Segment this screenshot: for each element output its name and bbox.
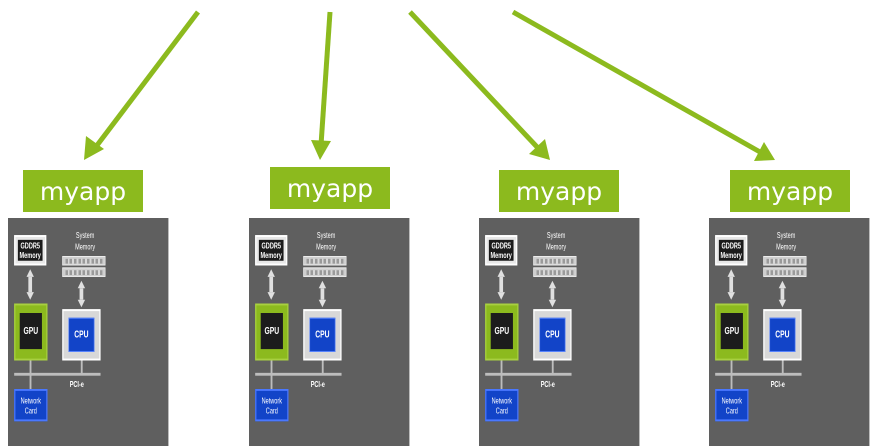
cpu-chip: CPU: [763, 309, 802, 361]
memory-stick-icon: [303, 256, 347, 266]
pcie-bus: [485, 372, 572, 376]
system-memory-label: System Memory: [546, 230, 567, 252]
gddr5-label: GDDR5 Memory: [718, 239, 744, 261]
sysmem-cpu-arrow-icon: [548, 280, 557, 308]
pcie-connector: [80, 360, 83, 374]
gpu-chip: GPU: [255, 303, 289, 361]
gddr-gpu-arrow-icon: [267, 269, 275, 300]
arrowhead-node-1: [84, 136, 104, 160]
gddr-gpu-arrow-icon: [26, 269, 34, 300]
memory-stick-icon: [303, 267, 347, 277]
network-card-label: Network Card: [14, 389, 48, 422]
sysmem-cpu-arrow-icon: [318, 280, 327, 308]
gpu-label: GPU: [720, 313, 743, 350]
gddr5-label: GDDR5 Memory: [258, 239, 284, 261]
cpu-chip: CPU: [303, 309, 342, 361]
memory-stick-icon: [62, 256, 106, 266]
node-diagram-3: GDDR5 Memory System Memory GPU CPU PCI-e…: [479, 218, 640, 446]
arrow-to-node-3: [408, 10, 540, 150]
memory-stick-icon: [533, 267, 577, 277]
pcie-connector: [551, 360, 554, 374]
cpu-chip: CPU: [62, 309, 101, 361]
gpu-label: GPU: [260, 313, 283, 350]
memory-stick-icon: [763, 267, 807, 277]
arrowhead-node-3: [529, 139, 550, 160]
system-memory-label: System Memory: [75, 230, 96, 252]
pcie-connector: [500, 360, 503, 389]
gddr-gpu-arrow-icon: [727, 269, 735, 300]
node-diagram-1: GDDR5 Memory System Memory GPU CPU PCI-e…: [8, 218, 169, 446]
network-card-label: Network Card: [715, 389, 749, 422]
node-diagram-4: GDDR5 Memory System Memory GPU CPU PCI-e…: [709, 218, 870, 446]
cpu-label: CPU: [769, 317, 796, 352]
cpu-label: CPU: [539, 317, 566, 352]
network-card-label: Network Card: [485, 389, 519, 422]
gddr5-memory-chip: GDDR5 Memory: [485, 235, 518, 266]
arrowhead-node-4: [754, 142, 775, 161]
app-label-4: myapp: [730, 170, 850, 212]
pcie-connector: [321, 360, 324, 374]
pcie-bus: [14, 372, 101, 376]
pcie-bus: [255, 372, 342, 376]
memory-stick-icon: [533, 256, 577, 266]
pcie-connector: [270, 360, 273, 389]
sysmem-cpu-arrow-icon: [778, 280, 787, 308]
pcie-connector: [29, 360, 32, 389]
pcie-label: PCI-e: [770, 379, 785, 390]
memory-stick-icon: [62, 267, 106, 277]
gddr-gpu-arrow-icon: [497, 269, 505, 300]
memory-stick-icon: [763, 256, 807, 266]
gpu-chip: GPU: [715, 303, 749, 361]
gpu-label: GPU: [490, 313, 513, 350]
app-label-2: myapp: [270, 167, 390, 209]
network-card-label: Network Card: [255, 389, 289, 422]
gddr5-memory-chip: GDDR5 Memory: [255, 235, 288, 266]
cpu-chip: CPU: [533, 309, 572, 361]
pcie-label: PCI-e: [540, 379, 555, 390]
arrow-to-node-1: [93, 10, 200, 150]
gddr5-memory-chip: GDDR5 Memory: [715, 235, 748, 266]
gpu-label: GPU: [19, 313, 42, 350]
arrow-to-node-2: [318, 11, 333, 146]
sysmem-cpu-arrow-icon: [77, 280, 86, 308]
app-label-1: myapp: [23, 170, 143, 212]
gddr5-label: GDDR5 Memory: [17, 239, 43, 261]
gpu-chip: GPU: [485, 303, 519, 361]
gpu-chip: GPU: [14, 303, 48, 361]
system-memory-label: System Memory: [316, 230, 337, 252]
pcie-label: PCI-e: [310, 379, 325, 390]
pcie-connector: [730, 360, 733, 389]
cpu-label: CPU: [309, 317, 336, 352]
pcie-label: PCI-e: [69, 379, 84, 390]
pcie-bus: [715, 372, 802, 376]
gddr5-label: GDDR5 Memory: [488, 239, 514, 261]
system-memory-label: System Memory: [776, 230, 797, 252]
arrowhead-node-2: [311, 140, 331, 160]
app-label-3: myapp: [499, 170, 619, 212]
node-diagram-2: GDDR5 Memory System Memory GPU CPU PCI-e…: [249, 218, 410, 446]
gddr5-memory-chip: GDDR5 Memory: [14, 235, 47, 266]
cpu-label: CPU: [68, 317, 95, 352]
arrow-to-node-4: [511, 9, 762, 155]
pcie-connector: [781, 360, 784, 374]
